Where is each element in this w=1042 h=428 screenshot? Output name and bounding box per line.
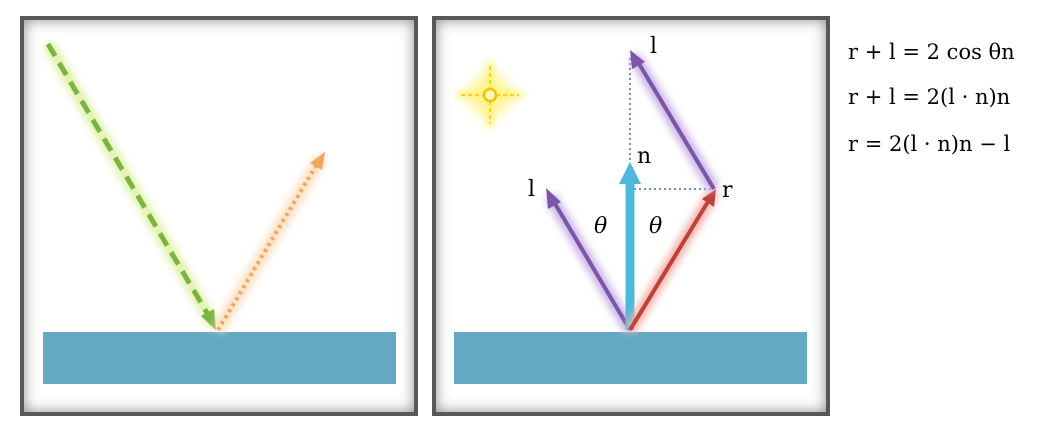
reflected-ray xyxy=(212,152,328,334)
light-source-icon xyxy=(457,62,523,128)
surface-left xyxy=(43,332,396,384)
label-theta-right: θ xyxy=(649,214,662,239)
label-light-top: l xyxy=(650,34,657,59)
surface-right xyxy=(454,332,807,384)
label-reflection: r xyxy=(722,178,733,203)
light-vector-left xyxy=(544,188,636,334)
equation-2: r + l = 2(l · n)n xyxy=(848,85,1011,109)
normal-vector xyxy=(619,162,641,330)
reflection-vector xyxy=(624,188,720,334)
light-vector-top xyxy=(628,50,720,193)
label-theta-left: θ xyxy=(594,214,607,239)
label-light-left: l xyxy=(528,177,535,202)
equation-3: r = 2(l · n)n − l xyxy=(848,132,1011,156)
label-normal: n xyxy=(637,144,651,169)
incident-ray xyxy=(42,40,221,331)
equation-1: r + l = 2 cos θn xyxy=(848,40,1015,64)
